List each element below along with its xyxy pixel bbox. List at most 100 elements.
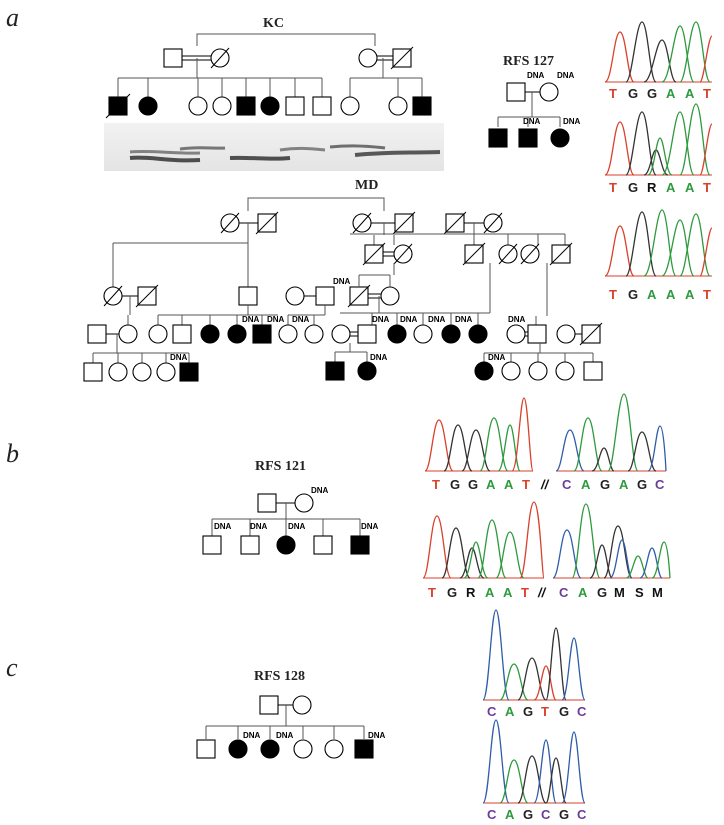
svg-text:G: G [447,585,457,600]
dna-sample-label: DNA [214,522,232,531]
svg-text:G: G [647,86,657,101]
chromatogram-a3 [604,209,713,277]
svg-text:C: C [577,704,587,719]
svg-text:A: A [647,287,657,302]
svg-text:A: A [666,287,676,302]
chromatogram-c2 [482,719,586,804]
svg-text:A: A [685,287,695,302]
chromatogram-b1-right [555,393,667,472]
svg-text:T: T [522,477,530,492]
pedigree-md: MD DNA [83,178,603,382]
svg-text:M: M [652,585,663,600]
svg-text:A: A [685,86,695,101]
pedigree-kc: KC [104,16,444,171]
svg-text:A: A [486,477,496,492]
dna-sample-label: DNA [400,315,418,324]
svg-text:T: T [703,287,711,302]
dna-sample-label: DNA [428,315,446,324]
svg-text:M: M [614,585,625,600]
family-title-kc: KC [263,16,284,31]
svg-text:G: G [559,704,569,719]
svg-text:G: G [628,287,638,302]
svg-text:T: T [609,287,617,302]
chromatogram-c1 [482,609,586,701]
svg-text://: // [540,477,550,492]
dna-sample-label: DNA [563,117,581,126]
chromatogram-a1 [604,21,713,83]
svg-text:C: C [655,477,665,492]
dna-sample-label: DNA [250,522,268,531]
panel-label-a: a [6,3,19,32]
chromatogram-b2-left [422,501,545,579]
svg-text:C: C [487,807,497,822]
panel-label-b: b [6,439,19,468]
svg-text:C: C [541,807,551,822]
family-title-rfs127: RFS 127 [503,54,554,69]
sequence-c1: C A G T G C [487,704,587,719]
svg-text:T: T [703,180,711,195]
svg-text:T: T [541,704,549,719]
svg-text:A: A [619,477,629,492]
sequence-a3: T G A A A T [609,287,711,302]
svg-text:A: A [505,807,515,822]
dna-sample-label: DNA [170,353,188,362]
sequence-a1: T G G A A T [609,86,711,101]
family-title-rfs121: RFS 121 [255,459,306,474]
dna-sample-label: DNA [333,277,351,286]
chromatogram-b2-right [552,503,671,579]
dna-sample-label: DNA [243,731,261,740]
svg-text:G: G [628,86,638,101]
svg-text:C: C [487,704,497,719]
svg-text:C: C [562,477,572,492]
svg-text:A: A [666,86,676,101]
dna-sample-label: DNA [557,71,575,80]
dna-sample-label: DNA [370,353,388,362]
sequence-c2: C A G C G C [487,807,587,822]
svg-text:G: G [523,807,533,822]
svg-text:G: G [628,180,638,195]
svg-text:A: A [685,180,695,195]
dna-sample-label: DNA [523,117,541,126]
dna-sample-label: DNA [288,522,306,531]
svg-text:T: T [703,86,711,101]
svg-text:R: R [647,180,657,195]
svg-text:C: C [559,585,569,600]
svg-text:G: G [450,477,460,492]
family-title-md: MD [355,178,378,193]
sequence-b2: T G R A A T // C A G M S M [428,585,663,600]
svg-text:T: T [428,585,436,600]
dna-sample-label: DNA [311,486,329,495]
pedigree-rfs127: RFS 127 DNA DNA DNA DNA [488,54,581,148]
svg-text:A: A [581,477,591,492]
sequence-b1: T G G A A T // C A G A G C [432,477,665,492]
dna-sample-label: DNA [527,71,545,80]
svg-text:G: G [600,477,610,492]
svg-text://: // [537,585,547,600]
svg-text:G: G [523,704,533,719]
dna-sample-label: DNA [361,522,379,531]
dna-sample-label: DNA [455,315,473,324]
pedigree-rfs128: RFS 128 DNA DNA DNA [196,669,386,759]
dna-sample-label: DNA [276,731,294,740]
svg-text:A: A [485,585,495,600]
sequence-a2: T G R A A T [609,180,711,195]
chromatogram-b1-left [424,397,534,472]
dna-sample-label: DNA [488,353,506,362]
svg-text:G: G [559,807,569,822]
dna-sample-label: DNA [242,315,260,324]
svg-text:C: C [577,807,587,822]
chromatogram-a2 [604,103,713,176]
panel-label-c: c [6,653,18,682]
svg-text:R: R [466,585,476,600]
svg-text:G: G [597,585,607,600]
dna-sample-label: DNA [267,315,285,324]
dna-sample-label: DNA [508,315,526,324]
svg-text:S: S [635,585,644,600]
svg-text:A: A [503,585,513,600]
dna-sample-label: DNA [292,315,310,324]
family-title-rfs128: RFS 128 [254,669,305,684]
svg-text:A: A [578,585,588,600]
svg-text:G: G [637,477,647,492]
gel-image [104,123,444,171]
